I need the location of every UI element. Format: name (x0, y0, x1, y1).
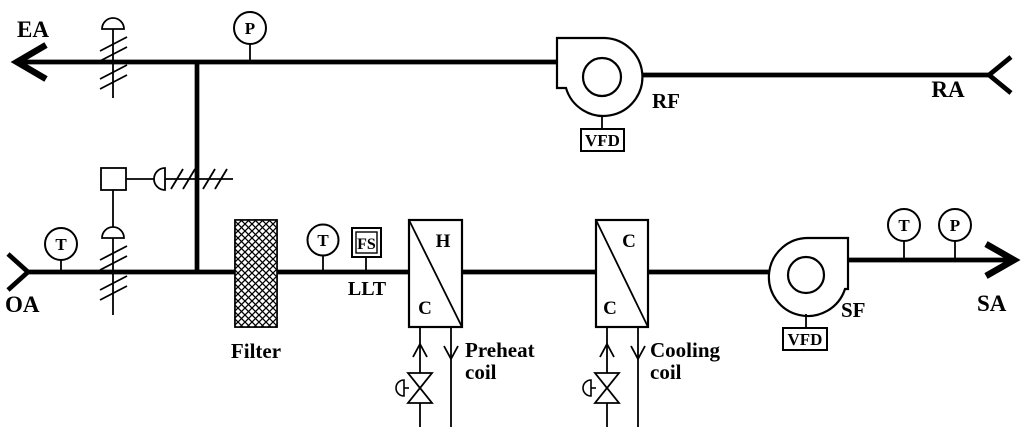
damper-actuator-icon (101, 17, 125, 30)
filter-crosshatch-icon (234, 219, 278, 328)
ea-damper (99, 17, 128, 98)
flow-down-arrow-icon (443, 345, 459, 361)
sa-pressure-sensor: P (938, 208, 972, 260)
coil-diagonal (595, 219, 649, 328)
damper-actuator-box-icon (100, 167, 127, 191)
fan-inlet-circle-icon (581, 56, 623, 98)
cooling-caption-line2: coil (650, 360, 682, 384)
cooling-caption-line1: Cooling (650, 338, 721, 362)
sa-arrow-icon (984, 241, 1021, 279)
oa-damper-hatches (99, 245, 128, 301)
return-fan-label: RF (652, 89, 680, 113)
valve-top-icon (406, 372, 434, 390)
coil-diagonal (408, 219, 463, 328)
oa-label: OA (5, 292, 40, 317)
flow-up-arrow-icon (412, 342, 428, 358)
recirc-damper-linkage (100, 167, 233, 227)
preheat-cold-side-label: C (418, 298, 432, 319)
preheat-hot-side-label: H (436, 231, 451, 252)
return-fan-vfd-label: VFD (585, 131, 620, 150)
temperature-sensor-label: T (55, 235, 67, 254)
valve-actuator-icon (395, 379, 405, 397)
supply-fan: VFD SF (767, 236, 866, 351)
vfd-box (580, 128, 625, 152)
low-limit-flow-switch: FS LLT (348, 227, 387, 300)
cooling-coil: C C Cooling coil (582, 218, 721, 427)
damper-actuator-icon (153, 167, 166, 191)
sensor-circle-icon (233, 11, 267, 45)
fan-inlet-circle-icon (786, 255, 826, 295)
filter-label: Filter (231, 339, 281, 363)
valve-actuator-icon (582, 379, 592, 397)
flow-down-arrow-icon (630, 345, 646, 361)
ra-chevron-icon (985, 55, 1013, 95)
mixed-air-temperature-sensor: T (306, 223, 340, 272)
filter: Filter (231, 219, 281, 363)
temperature-sensor-label: T (898, 216, 910, 235)
duct-lines (6, 42, 1021, 292)
ea-arrow-icon (10, 42, 48, 82)
preheat-caption-line2: coil (465, 360, 497, 384)
cooling-bottom-label: C (603, 298, 617, 319)
flow-up-arrow-icon (599, 342, 615, 358)
cooling-top-label: C (622, 231, 636, 252)
temperature-sensor-label: T (317, 231, 329, 250)
flow-switch-inner-box-icon (355, 231, 378, 254)
return-fan: VFD RF (555, 36, 680, 152)
sensor-circle-icon (306, 223, 340, 257)
vfd-box (782, 327, 828, 351)
valve-bottom-icon (593, 386, 621, 404)
pressure-sensor-label: P (950, 216, 960, 235)
ea-damper-hatches (99, 36, 128, 90)
sensor-circle-icon (887, 208, 921, 242)
sa-label: SA (977, 291, 1007, 316)
supply-fan-vfd-label: VFD (788, 330, 823, 349)
ea-label: EA (17, 17, 49, 42)
sa-temperature-sensor: T (887, 208, 921, 260)
oa-temperature-sensor: T (44, 227, 78, 272)
preheat-coil: H C Preheat coil (395, 218, 535, 427)
llt-label: LLT (348, 278, 387, 300)
ra-label: RA (931, 77, 965, 102)
valve-bottom-icon (406, 386, 434, 404)
sensor-circle-icon (44, 227, 78, 261)
recirc-damper-hatches (170, 168, 228, 190)
sensor-circle-icon (938, 208, 972, 242)
ea-pressure-sensor: P (233, 11, 267, 62)
flow-switch-label: FS (357, 236, 376, 253)
preheat-caption-line1: Preheat (465, 338, 535, 362)
oa-chevron-icon (6, 252, 32, 292)
pressure-sensor-label: P (245, 19, 255, 38)
supply-fan-label: SF (841, 298, 866, 322)
valve-top-icon (593, 372, 621, 390)
oa-damper (99, 226, 128, 315)
damper-actuator-icon (101, 226, 125, 239)
